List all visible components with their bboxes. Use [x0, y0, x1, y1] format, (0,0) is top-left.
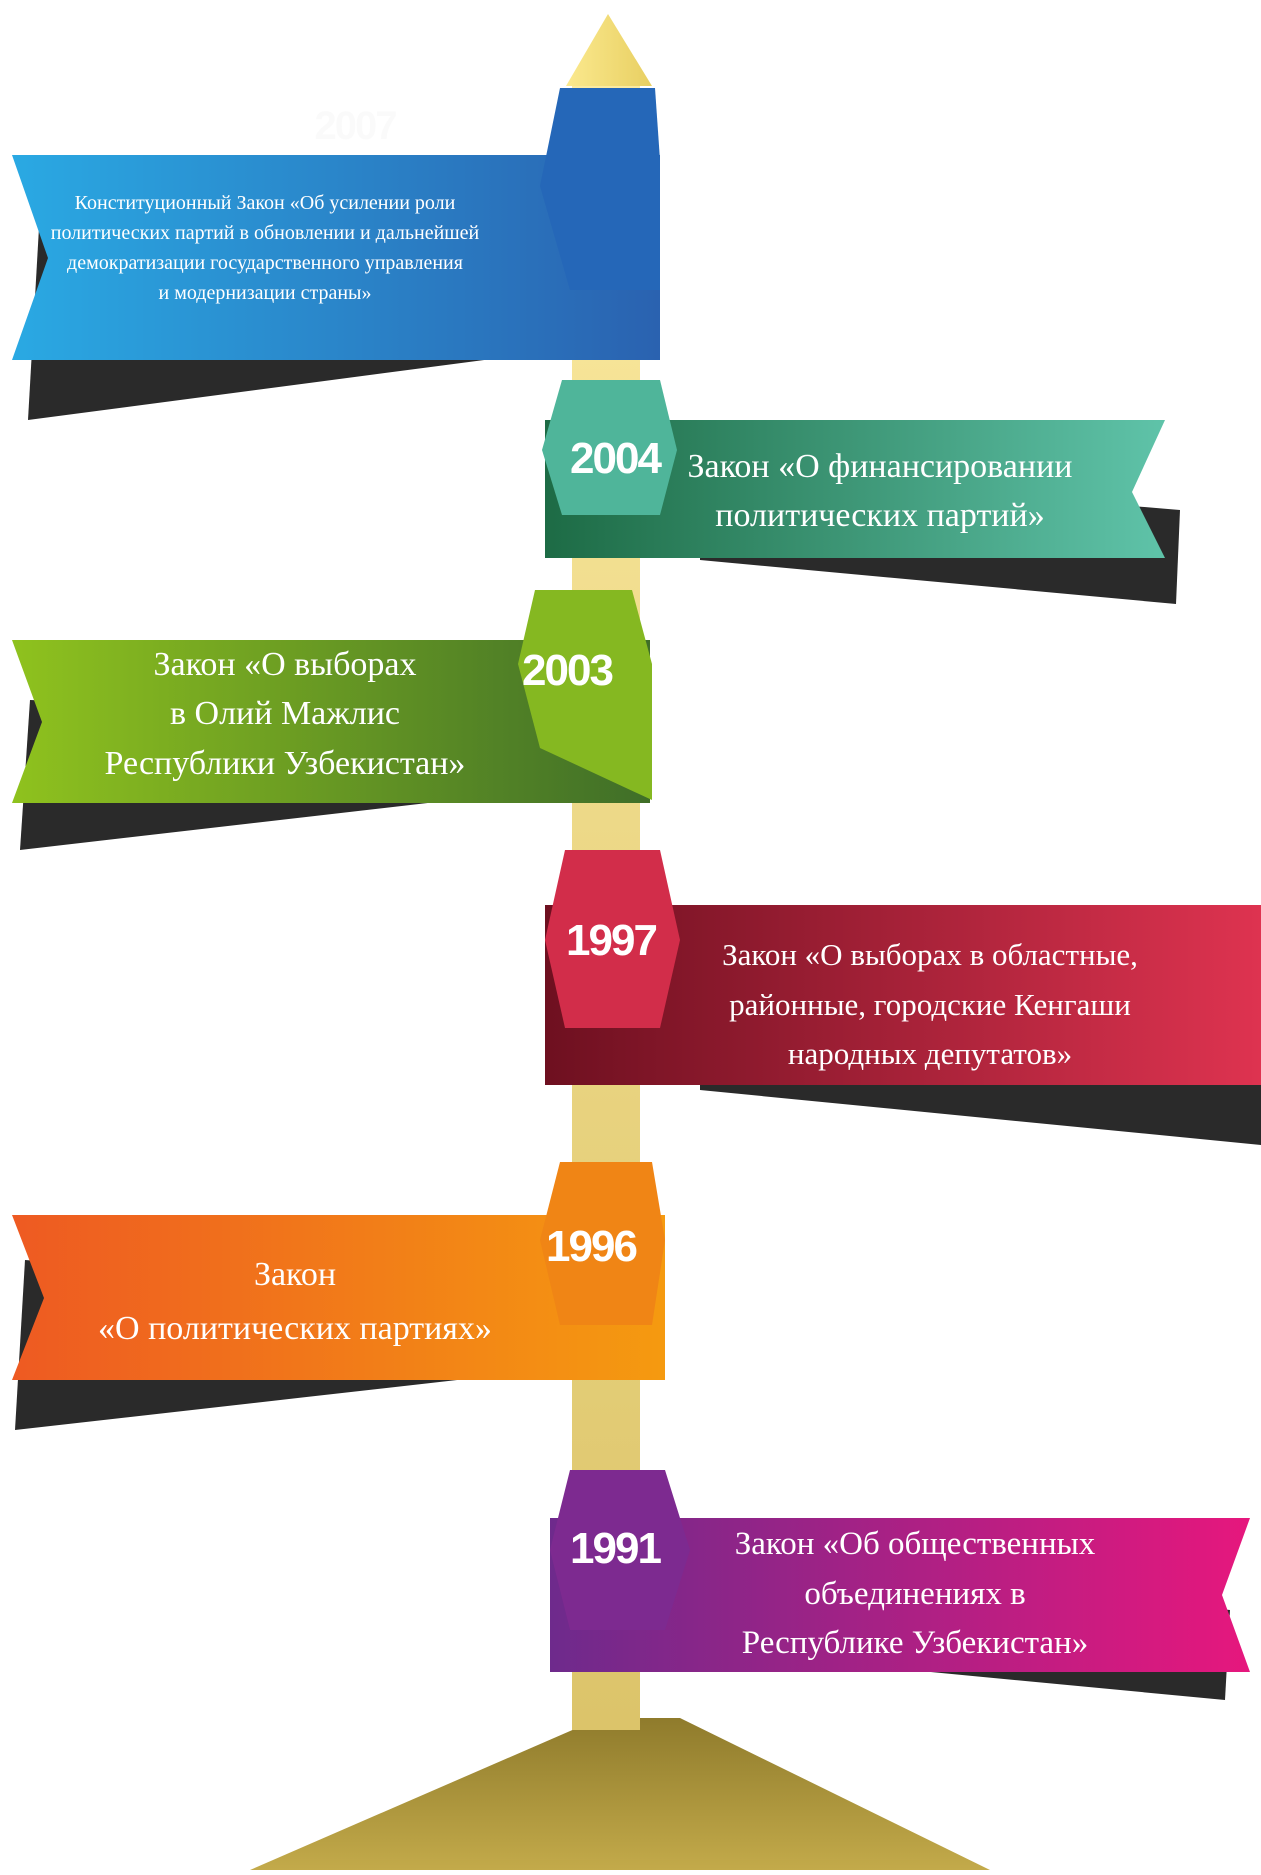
sign-1991 [550, 1470, 1250, 1700]
year-1991: 1991 [570, 1524, 662, 1573]
sign-2003 [12, 590, 652, 850]
law-text-1991: Закон «Об общественных объединениях в Ре… [734, 1526, 1096, 1661]
sign-2004 [542, 380, 1180, 604]
pole-tip [566, 14, 652, 86]
law-text-2003: Закон «О выборах в Олий Мажлис Республик… [104, 646, 466, 782]
law-text-1996: Закон «О политических партиях» [98, 1256, 492, 1348]
law-text-2007: Конституционный Закон «Об усилении роли … [50, 192, 480, 304]
year-2004: 2004 [570, 434, 662, 483]
pole-base [250, 1718, 990, 1870]
year-2003: 2003 [522, 646, 614, 695]
law-text-1997: Закон «О выборах в областные, районные, … [722, 937, 1138, 1072]
sign-2007 [12, 88, 660, 420]
sign-1997 [545, 850, 1261, 1145]
sign-1996 [12, 1162, 665, 1430]
year-1996: 1996 [546, 1222, 638, 1271]
year-1997: 1997 [566, 916, 658, 965]
year-2007: 2007 [314, 104, 398, 148]
law-text-2004: Закон «О финансировании политических пар… [687, 448, 1073, 535]
